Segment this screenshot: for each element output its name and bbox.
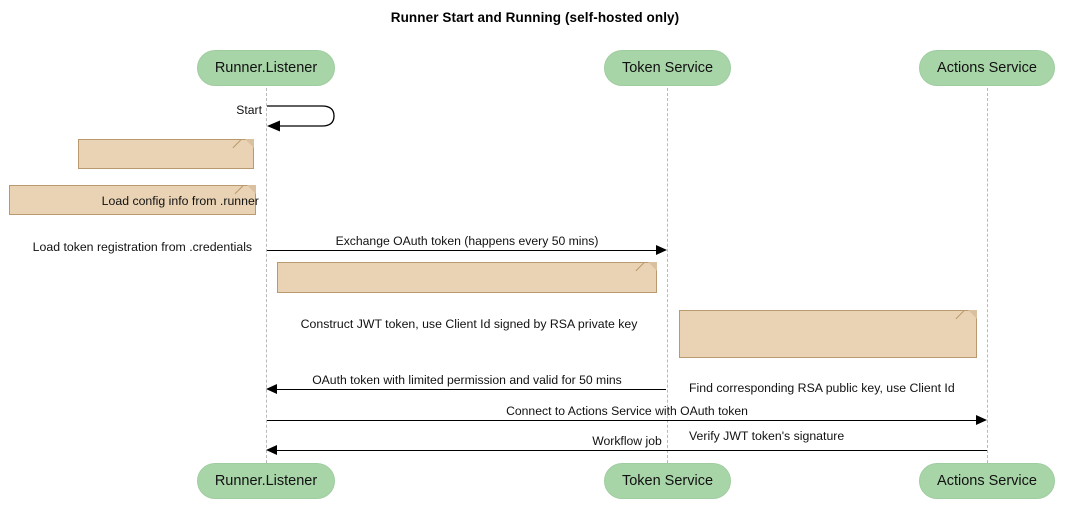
lifeline-token-service <box>667 88 668 463</box>
participant-label: Token Service <box>621 60 714 76</box>
arrowhead-right-icon <box>976 415 987 425</box>
arrowhead-left-icon <box>266 445 277 455</box>
lifeline-runner-listener <box>266 88 267 463</box>
note-load-token-registration: Load token registration from .credential… <box>9 185 256 254</box>
note-fold-icon <box>247 185 256 194</box>
note-fold-icon <box>648 262 657 271</box>
arrowhead-right-icon <box>656 245 667 255</box>
message-label-oauth-token-response: OAuth token with limited permission and … <box>312 373 622 387</box>
participant-bottom-token-service[interactable]: Token Service <box>604 463 731 499</box>
participant-label: Runner.Listener <box>214 60 318 76</box>
participant-bottom-actions-service[interactable]: Actions Service <box>919 463 1055 499</box>
note-text: Load config info from .runner <box>101 194 259 208</box>
lifeline-actions-service <box>987 88 988 463</box>
note-fold-icon <box>245 139 254 148</box>
message-line-exchange-oauth-token <box>267 250 656 251</box>
participant-actions-service[interactable]: Actions Service <box>919 50 1055 86</box>
participant-runner-listener[interactable]: Runner.Listener <box>197 50 335 86</box>
participant-label: Runner.Listener <box>214 473 318 489</box>
note-text: Construct JWT token, use Client Id signe… <box>300 317 638 331</box>
message-label-workflow-job: Workflow job <box>592 434 662 448</box>
note-text: Load token registration from .credential… <box>32 240 253 254</box>
arrowhead-left-icon <box>266 384 277 394</box>
note-fold-icon <box>968 310 977 319</box>
participant-token-service[interactable]: Token Service <box>604 50 731 86</box>
message-label-exchange-oauth-token: Exchange OAuth token (happens every 50 m… <box>335 234 599 248</box>
note-load-config-info: Load config info from .runner <box>78 139 259 208</box>
note-text-line-1: Find corresponding RSA public key, use C… <box>689 381 955 395</box>
message-line-oauth-token-response <box>277 389 666 390</box>
self-message-start <box>266 98 344 136</box>
note-verify-jwt-token: Find corresponding RSA public key, use C… <box>679 310 977 443</box>
note-construct-jwt-token: Construct JWT token, use Client Id signe… <box>277 262 657 331</box>
participant-label: Actions Service <box>937 60 1037 76</box>
participant-label: Actions Service <box>937 473 1037 489</box>
message-line-connect-to-actions-service <box>267 420 976 421</box>
participant-label: Token Service <box>621 473 714 489</box>
message-label-connect-to-actions-service: Connect to Actions Service with OAuth to… <box>506 404 748 418</box>
page-title: Runner Start and Running (self-hosted on… <box>390 10 680 25</box>
participant-bottom-runner-listener[interactable]: Runner.Listener <box>197 463 335 499</box>
note-text-line-2: Verify JWT token's signature <box>689 429 845 443</box>
message-line-workflow-job <box>277 450 987 451</box>
message-label-start: Start <box>236 103 262 117</box>
